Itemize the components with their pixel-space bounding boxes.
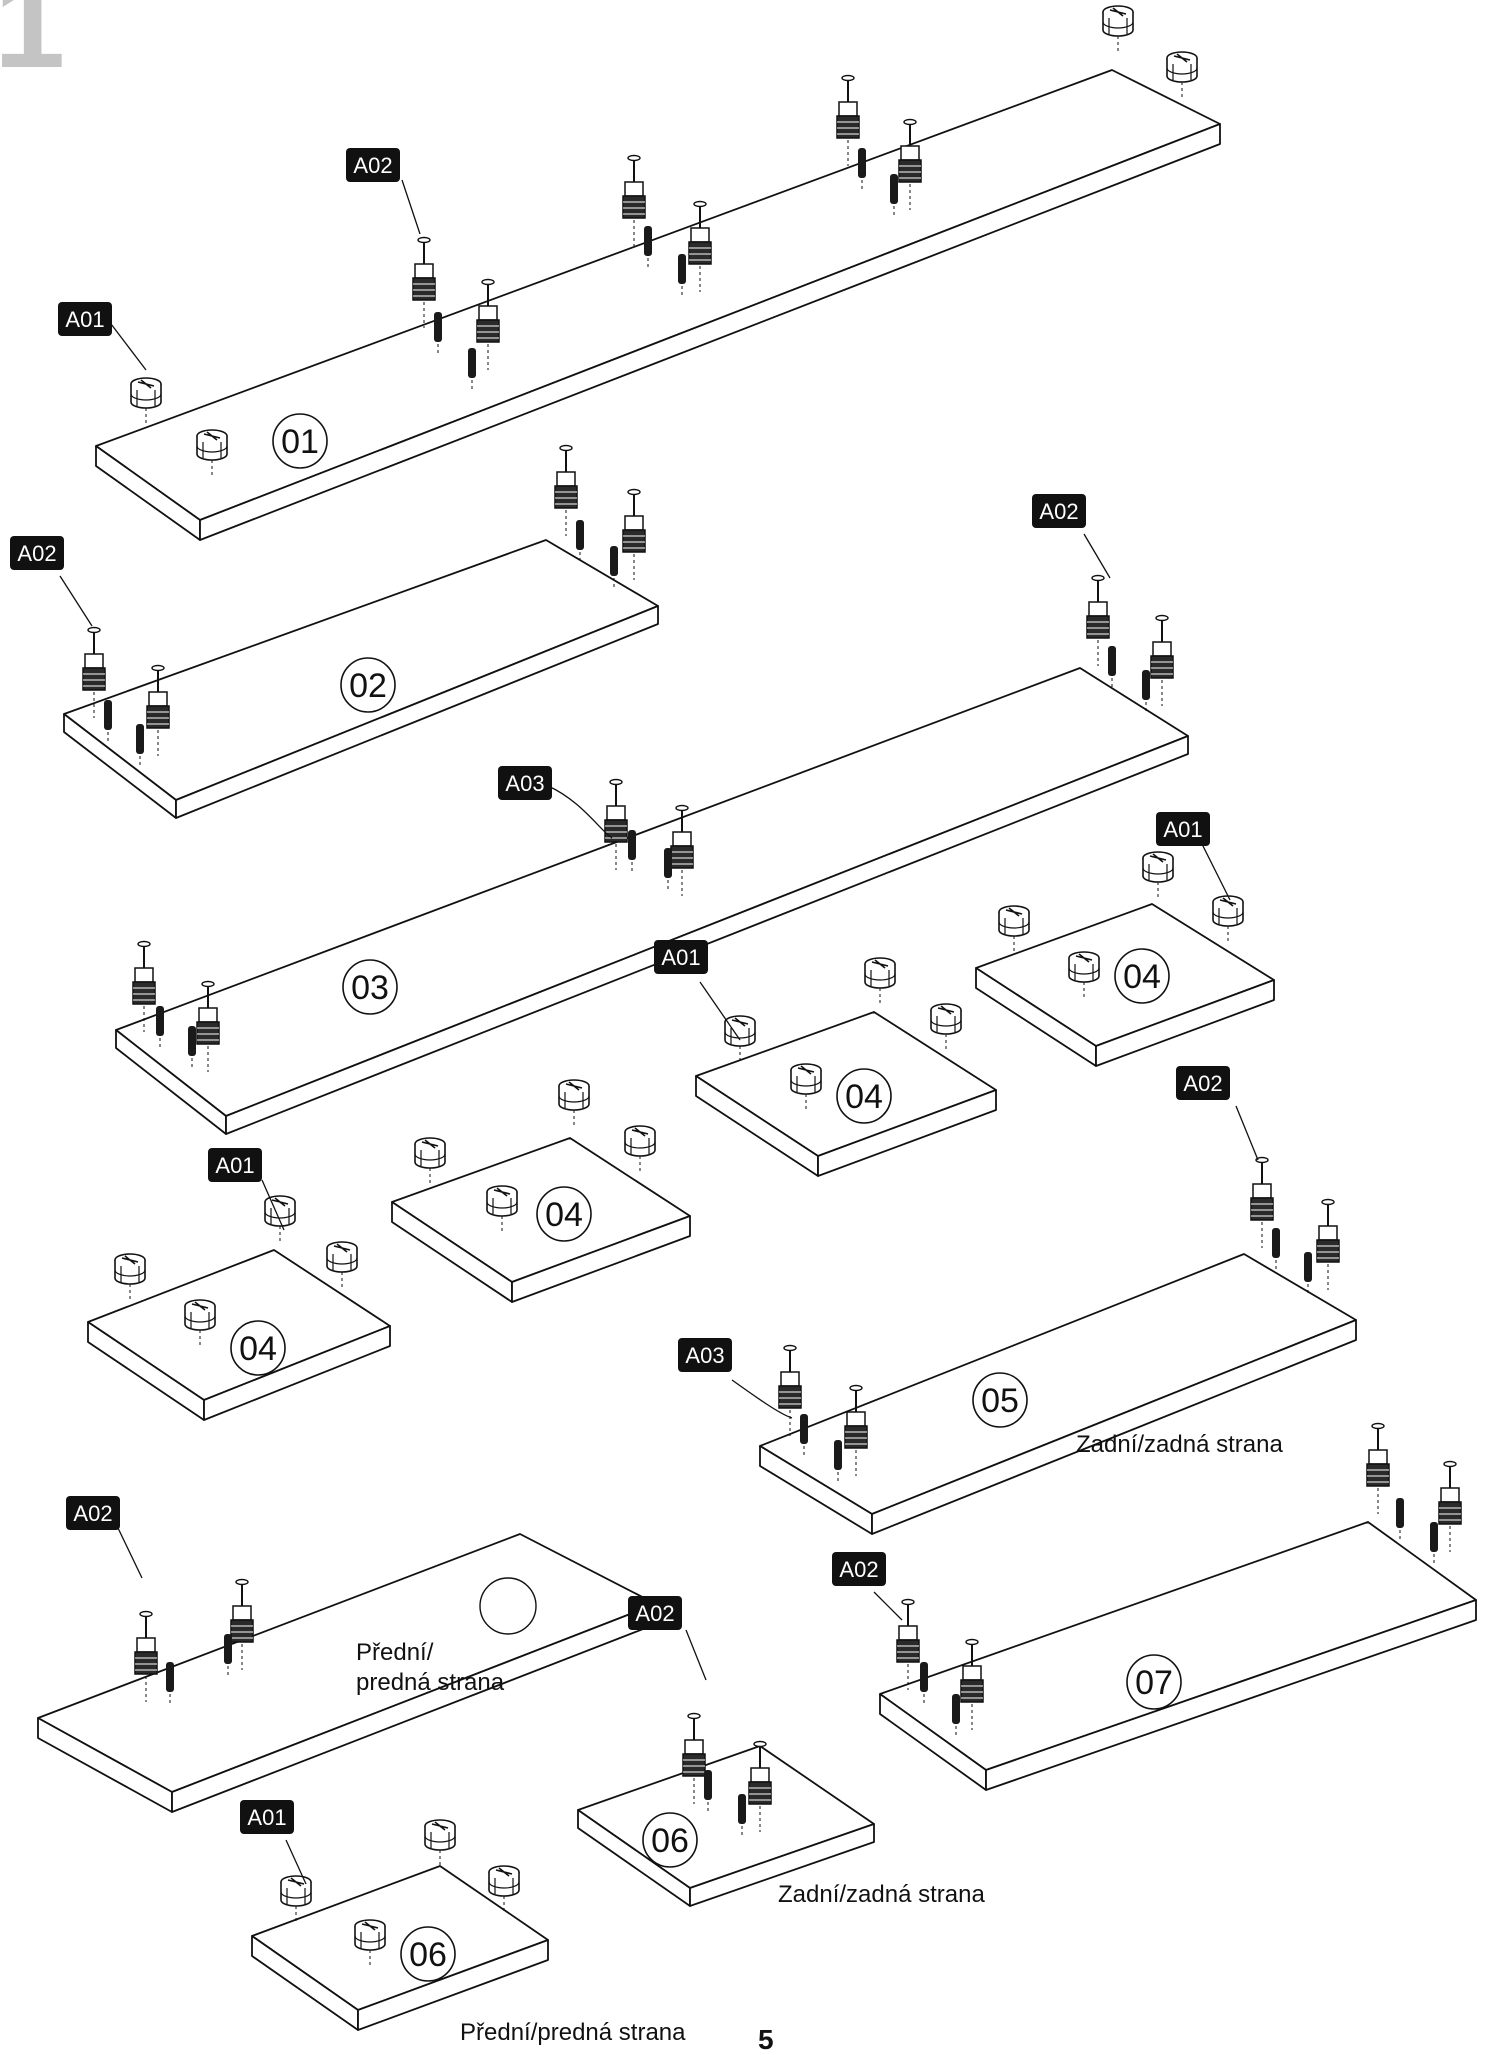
panel-label-01: 01 [272, 413, 328, 469]
panel-label-text: 04 [1123, 958, 1161, 996]
panel-label-text: 06 [409, 1936, 447, 1974]
panel-label-05: 05 [972, 1372, 1028, 1428]
panel-label-04b: 04 [836, 1068, 892, 1124]
callout-a02: A02 [628, 1596, 682, 1630]
callout-badges: A01A02A02A02A03A01A01A01A02A03A02A02A02A… [10, 148, 1230, 1834]
panel-label-04a: 04 [1114, 948, 1170, 1004]
callout-leaders [59, 179, 1259, 1885]
panel-label-03: 03 [342, 959, 398, 1015]
callout-label: A03 [685, 1343, 724, 1368]
callout-a03: A03 [498, 766, 552, 800]
callout-label: A02 [839, 1557, 878, 1582]
callout-a02: A02 [66, 1496, 120, 1530]
callout-a02: A02 [10, 536, 64, 570]
step-number: 1 [0, 0, 66, 95]
panel-label-text: 01 [281, 423, 319, 461]
panel-06c [251, 1865, 549, 2031]
callout-label: A01 [215, 1153, 254, 1178]
panel-05 [759, 1253, 1357, 1535]
callout-a02: A02 [832, 1552, 886, 1586]
panel-06-cutout [479, 1577, 537, 1635]
panel-label-06b: 06 [400, 1926, 456, 1982]
panel-01 [95, 69, 1221, 541]
callout-label: A02 [73, 1501, 112, 1526]
panel-06-back-note: Zadní/zadná strana [778, 1881, 985, 1908]
page-number: 5 [758, 2024, 774, 2055]
callout-label: A01 [661, 945, 700, 970]
panel-label-text: 03 [351, 969, 389, 1007]
panel-label-text: 04 [239, 1330, 277, 1368]
panel-labels: 01 02 03 04 04 04 04 05 06 06 07 [230, 413, 1182, 1982]
panel-06-front-note-line2: predná strana [356, 1669, 505, 1696]
panel-04d [87, 1249, 391, 1421]
panel-label-07: 07 [1126, 1654, 1182, 1710]
callout-label: A01 [1163, 817, 1202, 842]
callout-a02: A02 [1176, 1066, 1230, 1100]
panel-label-text: 07 [1135, 1664, 1173, 1702]
panel-06-front-note-line1: Přední/ [356, 1639, 434, 1666]
panel-label-text: 02 [349, 667, 387, 705]
callout-a01: A01 [654, 940, 708, 974]
callout-label: A02 [635, 1601, 674, 1626]
panel-label-04c: 04 [536, 1186, 592, 1242]
callout-label: A03 [505, 771, 544, 796]
panel-label-04d: 04 [230, 1320, 286, 1376]
panel-07 [879, 1521, 1477, 1791]
panel-label-text: 04 [845, 1078, 883, 1116]
callout-a02: A02 [1032, 494, 1086, 528]
callout-a01: A01 [208, 1148, 262, 1182]
panel-label-text: 06 [651, 1822, 689, 1860]
callout-a03: A03 [678, 1338, 732, 1372]
callout-a02: A02 [346, 148, 400, 182]
callout-label: A02 [353, 153, 392, 178]
callout-label: A02 [1183, 1071, 1222, 1096]
callout-a01: A01 [1156, 812, 1210, 846]
callout-a01: A01 [240, 1800, 294, 1834]
callout-label: A01 [247, 1805, 286, 1830]
callout-label: A02 [17, 541, 56, 566]
panel-label-text: 05 [981, 1382, 1019, 1420]
panel-label-06a: 06 [642, 1812, 698, 1868]
panel-06a [37, 1533, 657, 1813]
panel-label-text: 04 [545, 1196, 583, 1234]
panel-06-small-front-note: Přední/predná strana [460, 2019, 686, 2046]
callout-a01: A01 [58, 302, 112, 336]
callout-label: A02 [1039, 499, 1078, 524]
callout-label: A01 [65, 307, 104, 332]
panel-05-back-note: Zadní/zadná strana [1076, 1431, 1283, 1458]
panel-label-02: 02 [340, 657, 396, 713]
